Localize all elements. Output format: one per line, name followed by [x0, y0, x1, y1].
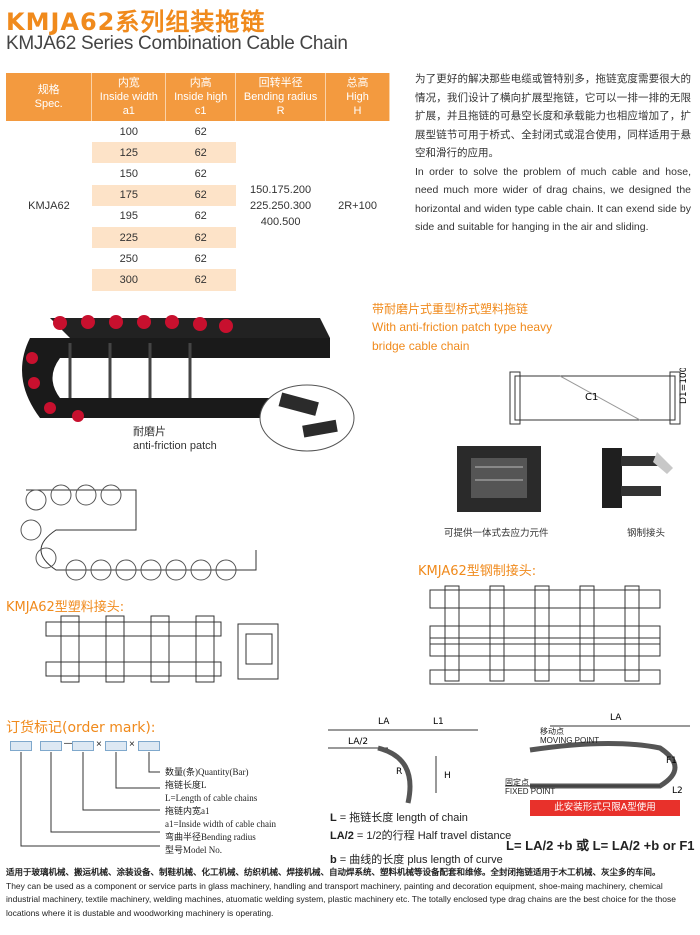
- order-box-width: [72, 741, 94, 751]
- page-title-cn: KMJA62系列组装拖链: [6, 8, 266, 36]
- plastic-joint-heading: KMJA62型塑料接头:: [6, 600, 125, 615]
- legend-curve: b = 曲线的长度 plus length of curve: [330, 854, 503, 866]
- order-box-radius: [40, 741, 62, 751]
- svg-text:LA: LA: [610, 713, 622, 723]
- svg-text:LA/2: LA/2: [348, 737, 368, 747]
- order-mark-legend: 数量(条)Quantity(Bar) 拖链长度L L=Length of cab…: [165, 767, 277, 855]
- svg-text:F1: F1: [666, 756, 677, 766]
- order-box-length: [105, 741, 127, 751]
- svg-text:L1: L1: [433, 717, 444, 727]
- order-mark-leader-lines: [20, 752, 160, 847]
- fixed-point-label: 固定点 FIXED POINT: [505, 778, 556, 796]
- chain-side-drawing: [20, 484, 257, 581]
- page-title-en: KMJA62 Series Combination Cable Chain: [6, 33, 348, 54]
- footer-cn: 适用于玻璃机械、搬运机械、涂装设备、制鞋机械、化工机械、纺织机械、焊接机械、自动…: [6, 867, 661, 877]
- stress-relief-photo: [457, 446, 541, 512]
- steel-joint-heading: KMJA62型钢制接头:: [418, 564, 537, 579]
- svg-text:D1=100: D1=100: [679, 368, 689, 404]
- svg-text:L2: L2: [672, 786, 683, 796]
- cable-chain-photo: [22, 315, 330, 422]
- patch-label-cn: 耐磨片: [133, 425, 166, 438]
- footer-en: They can be used as a component or servi…: [6, 880, 676, 918]
- spec-cell: KMJA62: [28, 199, 70, 212]
- patch-label-en: anti-friction patch: [133, 440, 217, 452]
- order-box-model: [10, 741, 32, 751]
- order-box-quantity: [138, 741, 160, 751]
- steel-joint-label: 钢制接头: [627, 528, 666, 539]
- length-formula: L= LA/2 +b 或 L= LA/2 +b or F1: [506, 838, 695, 853]
- description-cn: 为了更好的解决那些电缆或管特别多，拖链宽度需要很大的情况，我们设计了横向扩展型拖…: [415, 73, 691, 159]
- link-dimension-drawing: C1 D1=100: [509, 368, 689, 425]
- legend-half-travel: LA/2 = 1/2的行程 Half travel distance: [330, 830, 512, 842]
- plastic-joint-drawing: [45, 615, 279, 683]
- install-banner: 此安装形式只限A型使用: [530, 800, 680, 816]
- svg-text:H: H: [444, 771, 451, 781]
- moving-point-label: 移动点 MOVING POINT: [540, 727, 600, 745]
- steel-joint-photo: [602, 448, 673, 508]
- description-en: In order to solve the problem of much ca…: [415, 165, 691, 234]
- subtitle-cn: 带耐磨片式重型桥式塑料拖链: [372, 302, 529, 316]
- description: 为了更好的解决那些电缆或管特别多，拖链宽度需要很大的情况，我们设计了横向扩展型拖…: [415, 70, 691, 237]
- svg-text:R: R: [396, 767, 402, 777]
- stress-relief-label: 可提供一体式去应力元件: [444, 528, 549, 539]
- svg-text:C1: C1: [585, 392, 598, 403]
- steel-joint-drawing: [429, 585, 661, 685]
- total-high-cell: 2R+100: [338, 199, 377, 212]
- legend-length: L = 拖链长度 length of chain: [330, 812, 468, 824]
- svg-text:LA: LA: [378, 717, 390, 727]
- order-mark-heading: 订货标记(order mark):: [6, 720, 156, 736]
- footer: 适用于玻璃机械、搬运机械、涂装设备、制鞋机械、化工机械、纺织机械、焊接机械、自动…: [6, 866, 696, 920]
- anti-friction-patch-photo: [259, 384, 355, 452]
